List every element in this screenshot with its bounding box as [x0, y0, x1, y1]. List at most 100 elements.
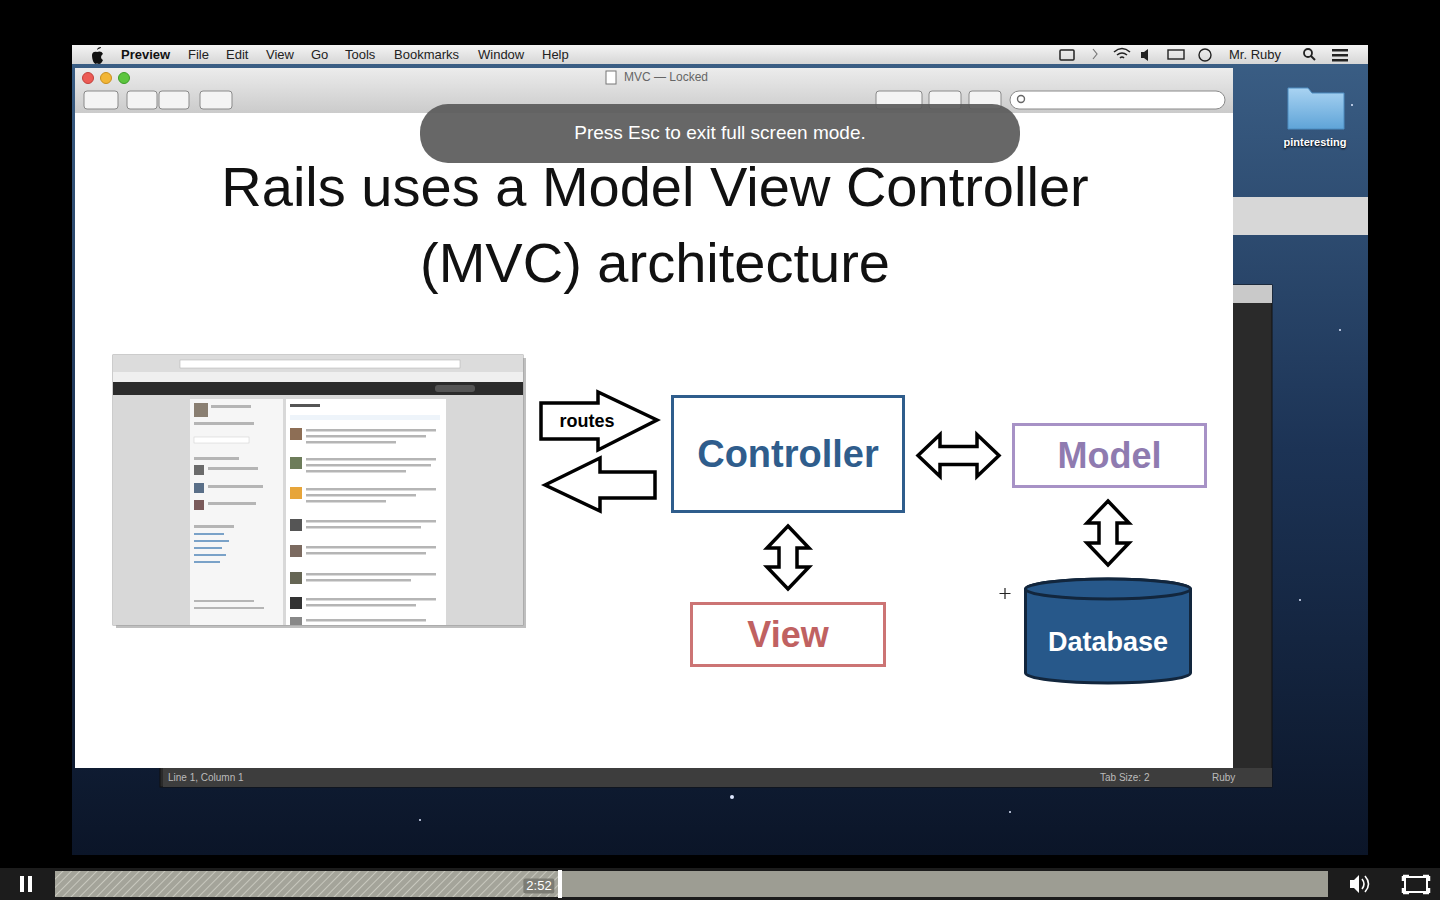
- text-line: [306, 494, 416, 497]
- node-label: Model: [1058, 435, 1162, 477]
- minimize-button: [101, 73, 112, 84]
- text-line: [306, 526, 421, 529]
- text-line: [306, 546, 436, 549]
- zoom-out-button: [127, 91, 157, 109]
- text-line: [194, 547, 222, 549]
- fullscreen-button: [1405, 877, 1427, 892]
- text-line: [194, 437, 249, 443]
- user-name: Mr. Ruby: [1229, 48, 1281, 63]
- site-navbar: [113, 382, 523, 395]
- battery-icon: [1168, 50, 1184, 59]
- volume-icon: [1141, 49, 1148, 61]
- browser-chrome: [113, 355, 523, 372]
- zoom-in-button: [159, 91, 189, 109]
- menu-bar: [72, 45, 1368, 64]
- address-bar: [180, 360, 460, 368]
- scrubber-handle: [558, 870, 562, 898]
- scrubber-played: [55, 871, 560, 897]
- menu-item: Window: [478, 48, 524, 63]
- editor-status-bar: [163, 768, 1272, 787]
- text-line: [194, 540, 229, 542]
- avatar: [290, 572, 302, 584]
- menu-item: Preview: [121, 48, 170, 63]
- video-time: 2:52: [523, 879, 554, 894]
- avatar: [290, 457, 302, 469]
- menu-item: Edit: [226, 48, 248, 63]
- status-text: Tab Size: 2: [1100, 772, 1149, 784]
- desktop: [72, 45, 1368, 855]
- node-label: Database: [1048, 627, 1168, 658]
- database-cylinder: Database: [1024, 578, 1192, 684]
- avatar: [194, 500, 204, 510]
- slide-title: Rails uses a Model View Controller (MVC)…: [155, 149, 1155, 301]
- node-label: Controller: [697, 433, 879, 476]
- slide: [75, 113, 1233, 768]
- folder-label: pinteresting: [1284, 136, 1347, 149]
- avatar: [290, 487, 302, 499]
- avatar: [290, 519, 302, 531]
- menu-item: View: [266, 48, 294, 63]
- status-text: Ruby: [1212, 772, 1235, 784]
- cylinder-body: [1026, 579, 1191, 683]
- text-line: [194, 533, 224, 535]
- scrubber-track: [55, 871, 1328, 897]
- text-line: [306, 598, 436, 601]
- request-arrow: [541, 392, 657, 450]
- text-line: [306, 604, 416, 607]
- avatar: [290, 617, 302, 625]
- folder-icon: [1288, 88, 1344, 129]
- search-glass: [1018, 96, 1025, 103]
- text-line: [208, 485, 263, 488]
- view-box: View: [690, 602, 886, 667]
- text-line: [306, 552, 426, 555]
- bookmarks-bar: [113, 372, 523, 382]
- double-arrow: [918, 435, 999, 477]
- pause-icon: [20, 876, 24, 892]
- avatar: [290, 545, 302, 557]
- background-window: [1233, 197, 1368, 235]
- bluetooth-icon: [1093, 49, 1097, 59]
- star: [1351, 104, 1353, 106]
- text-line: [306, 458, 436, 461]
- controller-box: Controller: [671, 395, 905, 513]
- text-line: [306, 435, 426, 438]
- text-line: [306, 441, 396, 444]
- sidebar-button: [84, 91, 118, 109]
- double-arrow: [1087, 501, 1129, 565]
- fullscreen-notice: [420, 104, 1020, 163]
- avatar: [194, 403, 208, 417]
- page-ground: [113, 395, 523, 625]
- star: [1299, 599, 1301, 601]
- apple-logo: [92, 47, 103, 64]
- text-line: [290, 404, 320, 407]
- text-line: [306, 429, 436, 432]
- list-icon: [1332, 59, 1348, 62]
- tweets-column: [286, 399, 446, 625]
- text-line: [306, 500, 386, 503]
- text-line: [290, 415, 440, 420]
- text-line: [306, 520, 436, 523]
- site-search: [435, 385, 475, 392]
- model-box: Model: [1012, 423, 1207, 488]
- clock-icon: [1199, 49, 1211, 61]
- double-arrow: [767, 526, 809, 589]
- node-label: View: [747, 614, 828, 656]
- text-line: [306, 470, 406, 473]
- text-line: [194, 607, 264, 609]
- text-line: [194, 457, 239, 460]
- text-line: [306, 488, 436, 491]
- arrow-label: routes: [559, 411, 614, 432]
- star: [1339, 329, 1341, 331]
- profile-column: [190, 399, 283, 625]
- text-line: [194, 525, 234, 528]
- text-line: [306, 573, 436, 576]
- menu-item: File: [188, 48, 209, 63]
- browser-screenshot: [113, 355, 526, 628]
- cylinder-top: [1026, 579, 1191, 599]
- avatar: [290, 428, 302, 440]
- text-lines: [194, 403, 440, 625]
- fullscreen-corners: [1403, 876, 1429, 893]
- status-icons: [1060, 49, 1348, 62]
- video-control-bar: [0, 868, 1440, 900]
